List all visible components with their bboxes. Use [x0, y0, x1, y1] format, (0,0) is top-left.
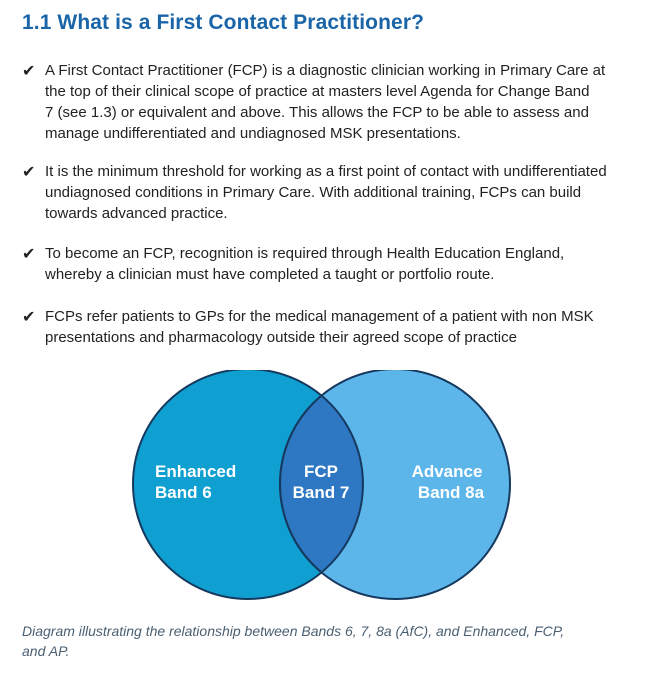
check-icon: ✔ [22, 61, 36, 80]
bullet-item: ✔ A First Contact Practitioner (FCP) is … [22, 60, 605, 144]
caption-line: Diagram illustrating the relationship be… [22, 623, 565, 639]
check-icon: ✔ [22, 307, 36, 326]
bullet-line: FCPs refer patients to GPs for the medic… [45, 308, 594, 325]
check-icon: ✔ [22, 162, 36, 181]
bullet-line: To become an FCP, recognition is require… [45, 245, 565, 262]
venn-overlap-outline [279, 394, 364, 574]
check-icon: ✔ [22, 244, 36, 263]
bullet-line: undiagnosed conditions in Primary Care. … [45, 184, 582, 201]
venn-label-advance: Advance [412, 462, 483, 481]
bullet-line: whereby a clinician must have completed … [45, 266, 495, 283]
venn-label-band6: Band 6 [155, 483, 212, 502]
bullet-line: presentations and pharmacology outside t… [45, 329, 517, 346]
bullet-item: ✔ FCPs refer patients to GPs for the med… [22, 306, 594, 348]
caption-line: and AP. [22, 643, 70, 659]
bullet-line: It is the minimum threshold for working … [45, 163, 607, 180]
bullet-line: the top of their clinical scope of pract… [45, 83, 590, 100]
bullet-item: ✔ To become an FCP, recognition is requi… [22, 243, 564, 285]
venn-label-band7: Band 7 [293, 483, 350, 502]
bullet-item: ✔ It is the minimum threshold for workin… [22, 161, 607, 224]
venn-overlap-fcp [280, 370, 363, 599]
bullet-line: A First Contact Practitioner (FCP) is a … [45, 62, 606, 79]
bullet-text: To become an FCP, recognition is require… [45, 243, 564, 285]
bullet-line: towards advanced practice. [45, 205, 228, 222]
venn-label-fcp: FCP [304, 462, 338, 481]
bullet-text: FCPs refer patients to GPs for the medic… [45, 306, 594, 348]
figure-caption: Diagram illustrating the relationship be… [22, 621, 632, 661]
venn-label-band8a: Band 8a [418, 483, 485, 502]
bullet-text: It is the minimum threshold for working … [45, 161, 607, 224]
venn-diagram: Enhanced Band 6 FCP Band 7 Advance Band … [132, 370, 511, 600]
page-title: 1.1 What is a First Contact Practitioner… [22, 11, 425, 34]
bullet-line: manage undifferentiated and undiagnosed … [45, 125, 461, 142]
venn-label-enhanced: Enhanced [155, 462, 236, 481]
bullet-line: 7 (see 1.3) or equivalent and above. Thi… [45, 104, 589, 121]
bullet-text: A First Contact Practitioner (FCP) is a … [45, 60, 605, 144]
